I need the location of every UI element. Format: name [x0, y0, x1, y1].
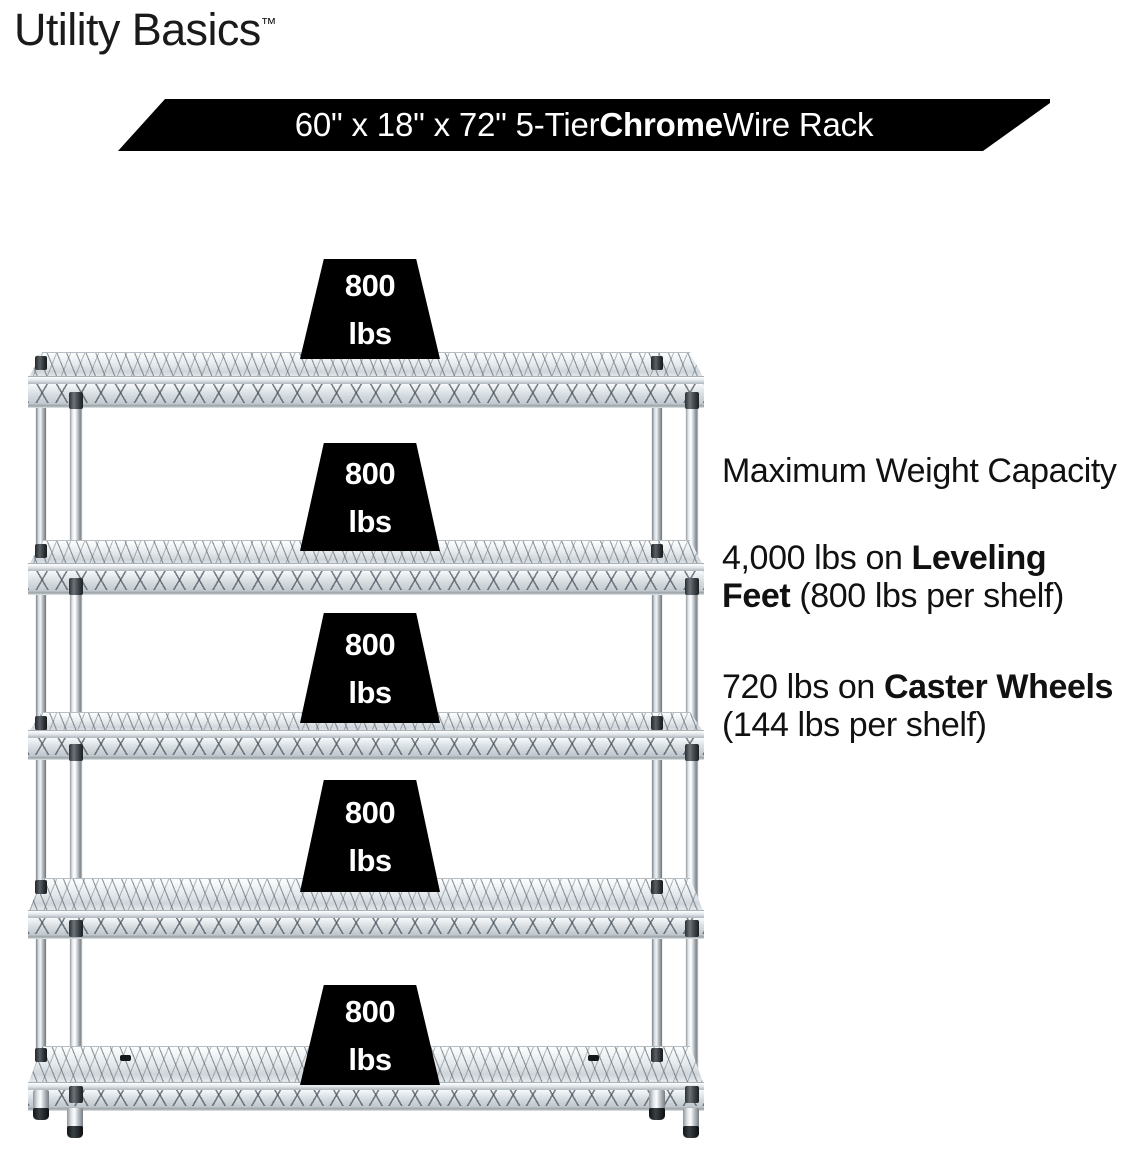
leveling-foot-rear-right — [649, 1090, 665, 1120]
shelf-4-collar-front-left — [69, 920, 83, 937]
shelf-3-collar-front-right — [685, 744, 699, 761]
weight-badge-4-value: 800 — [344, 794, 396, 830]
shelf-1-zigzag-truss — [28, 384, 704, 405]
weight-badge-tier-3: 800 lbs — [300, 613, 440, 723]
caster-bold-label: Caster Wheels — [883, 667, 1114, 706]
banner-title-prefix: 60" x 18" x 72" 5-Tier — [294, 106, 600, 143]
shelf-2-collar-rear-right — [651, 544, 663, 558]
banner-title-text: 60" x 18" x 72" 5-Tier Chrome Wire Rack — [118, 99, 1050, 151]
shelf-5-collar-front-left — [69, 1086, 83, 1103]
shelf-2-lower-lip — [28, 590, 704, 595]
shelf-5-collar-rear-right — [651, 1048, 663, 1062]
weight-badge-3-value: 800 — [344, 626, 396, 662]
wire-rack-illustration: 800 lbs 800 lbs 800 lbs 800 lbs 800 lbs — [28, 259, 704, 1138]
shelf-1-collar-front-left — [69, 392, 83, 409]
shelf-1-lower-lip — [28, 403, 704, 408]
capacity-heading: Maximum Weight Capacity — [722, 452, 1117, 490]
caster-wheels-paragraph: 720 lbs on Caster Wheels (144 lbs per sh… — [722, 668, 1122, 745]
banner-title-suffix: Wire Rack — [722, 106, 874, 143]
shelf-4-lower-lip — [28, 934, 704, 939]
shelf-5-collar-rear-left — [35, 1048, 47, 1062]
weight-badge-tier-5: 800 lbs — [300, 985, 440, 1085]
shelf-4-zigzag-truss — [28, 918, 704, 935]
shelf-3-collar-rear-right — [651, 716, 663, 730]
brand-wordmark: Utility Basics™ — [14, 4, 277, 56]
weight-badge-5-value: 800 — [344, 993, 396, 1029]
shelf-tier-4 — [28, 878, 704, 940]
weight-badge-4-unit: lbs — [348, 842, 392, 878]
weight-badge-1-value: 800 — [344, 267, 396, 303]
shelf-2-collar-front-left — [69, 578, 83, 595]
shelf-3-lower-lip — [28, 755, 704, 760]
shelf-1-collar-front-right — [685, 392, 699, 409]
shelf-5-clip-right — [588, 1055, 599, 1061]
banner-background-shape — [118, 99, 1050, 151]
shelf-3-collar-front-left — [69, 744, 83, 761]
weight-badge-3-unit: lbs — [348, 674, 392, 710]
leveling-foot-front-right — [683, 1108, 699, 1138]
shelf-2-collar-front-right — [685, 578, 699, 595]
weight-badge-tier-2: 800 lbs — [300, 443, 440, 551]
shelf-3-collar-rear-left — [35, 716, 47, 730]
product-title-banner: 60" x 18" x 72" 5-Tier Chrome Wire Rack — [118, 99, 1050, 151]
shelf-3-zigzag-truss — [28, 738, 704, 756]
caster-detail: (144 lbs per shelf) — [722, 705, 987, 744]
shelf-5-lower-lip — [28, 1106, 704, 1111]
shelf-4-collar-rear-left — [35, 880, 47, 894]
shelf-4-collar-front-right — [685, 920, 699, 937]
capacity-copy-block: Maximum Weight Capacity 4,000 lbs on Lev… — [722, 452, 1122, 744]
leveling-foot-rear-left — [33, 1090, 49, 1120]
leveling-foot-front-left — [67, 1108, 83, 1138]
leveling-amount: 4,000 lbs on — [722, 538, 912, 577]
weight-badge-2-unit: lbs — [348, 503, 392, 539]
banner-title-highlight: Chrome — [599, 106, 723, 143]
shelf-tier-1 — [28, 352, 704, 412]
shelf-5-zigzag-truss — [28, 1090, 704, 1107]
leveling-detail: (800 lbs per shelf) — [790, 577, 1064, 616]
weight-badge-tier-4: 800 lbs — [300, 780, 440, 892]
leveling-feet-paragraph: 4,000 lbs on Leveling Feet (800 lbs per … — [722, 539, 1122, 616]
shelf-2-collar-rear-left — [35, 544, 47, 558]
trademark-symbol: ™ — [260, 16, 277, 33]
leveling-bold-label: Leveling Feet — [722, 538, 1047, 616]
brand-name: Utility Basics — [14, 4, 261, 55]
shelf-2-zigzag-truss — [28, 571, 704, 592]
shelf-1-collar-rear-left — [35, 356, 47, 370]
shelf-1-collar-rear-right — [651, 356, 663, 370]
shelf-5-collar-front-right — [685, 1086, 699, 1103]
weight-badge-5-unit: lbs — [348, 1041, 392, 1077]
shelf-5-clip-left — [120, 1055, 131, 1061]
caster-amount: 720 lbs on — [722, 667, 884, 706]
weight-badge-1-unit: lbs — [348, 315, 392, 351]
shelf-4-collar-rear-right — [651, 880, 663, 894]
weight-badge-2-value: 800 — [344, 455, 396, 491]
weight-badge-tier-1: 800 lbs — [300, 259, 440, 359]
